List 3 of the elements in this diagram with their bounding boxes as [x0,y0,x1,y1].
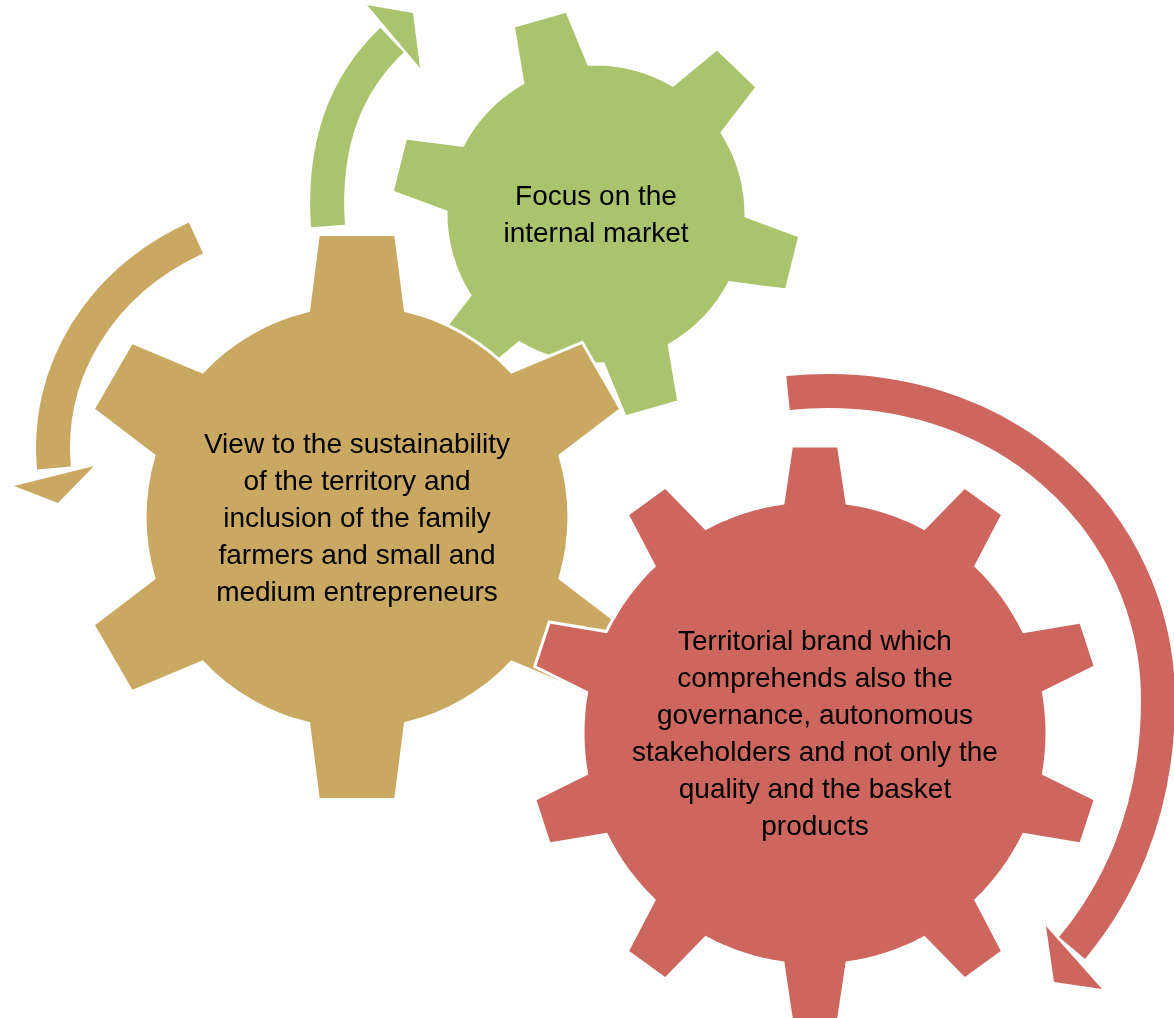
gear-label: Territorial brand which comprehends also the governance, autonomous stakeholders and not only the quality and the basket products [631,624,999,843]
gear-label: View to the sustainability of the territory and inclusion of the family farmers and small and medium entrepreneurs [202,426,512,609]
gear-label: Focus on the internal market [502,179,690,250]
